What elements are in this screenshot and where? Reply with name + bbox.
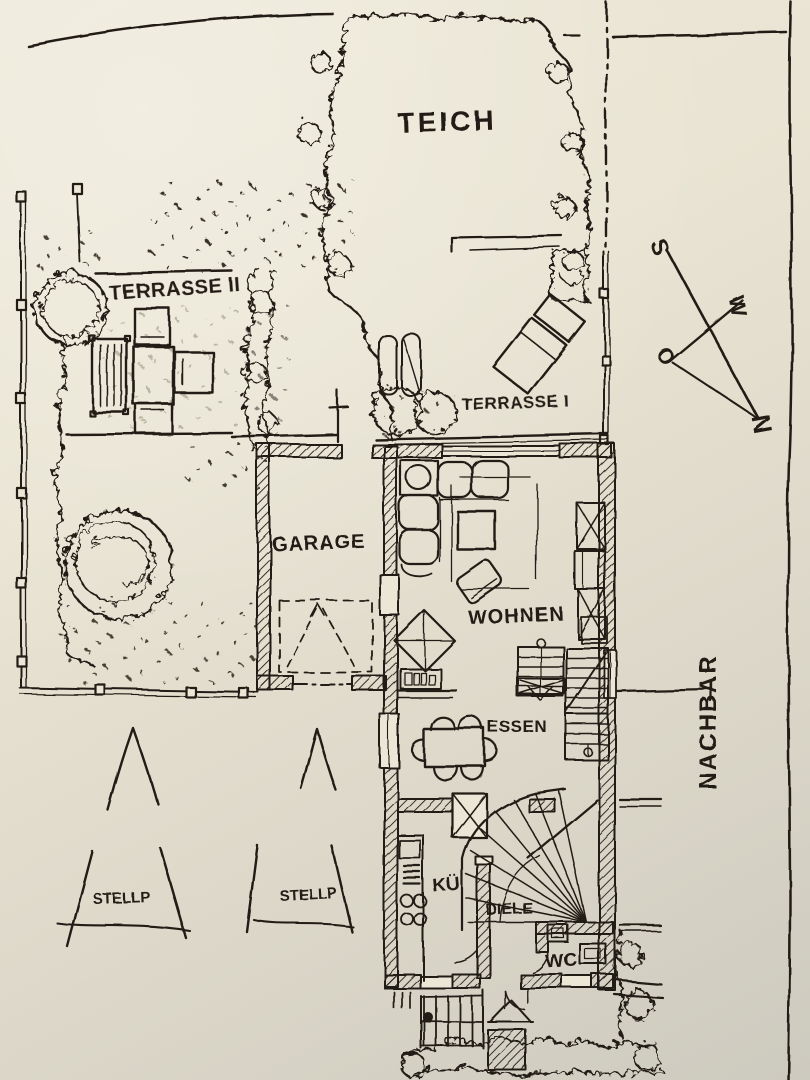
label-terrace1: TERRASSE I	[461, 391, 569, 414]
compass-west: W	[724, 294, 752, 319]
rug	[451, 476, 538, 591]
compass-south: S	[644, 235, 675, 259]
wardrobes	[574, 502, 608, 644]
parking-markings	[55, 726, 354, 948]
property-line	[599, 0, 611, 447]
terrace1	[230, 293, 610, 445]
label-stellp-left: STELLP	[93, 889, 151, 908]
lounger	[87, 333, 131, 417]
gravel-dots	[32, 178, 452, 680]
paper-edges	[26, 0, 793, 1080]
garden-fence	[15, 182, 259, 700]
label-dining: ESSEN	[487, 717, 547, 736]
label-terrace2: TERRASSE II	[109, 274, 241, 305]
straight-stairs	[516, 637, 609, 761]
tree-round	[30, 268, 106, 344]
interior-walls	[395, 677, 614, 979]
planter	[487, 1029, 527, 1071]
vegetation	[30, 9, 662, 1076]
pond-edge-top-right	[348, 9, 589, 298]
garage-door-swing	[278, 599, 373, 673]
compass-north: N	[745, 412, 778, 436]
compass-rose	[666, 250, 760, 420]
kitchen-counter	[396, 834, 427, 981]
label-stellp-right: STELLP	[279, 885, 337, 905]
winder-staircase	[460, 786, 599, 932]
label-living: WOHNEN	[467, 604, 565, 629]
pond-deck	[450, 234, 564, 254]
dining-furniture	[410, 716, 499, 781]
sun-lounger	[492, 293, 587, 396]
structure	[15, 0, 793, 1080]
label-kitchen: KÜ	[432, 874, 461, 897]
tree-large-bush	[60, 506, 172, 618]
label-neighbor: NACHBAR	[695, 654, 722, 789]
living-room-furniture	[392, 458, 538, 689]
neighbor-wall-stubs	[612, 681, 714, 999]
label-hall: DIELE	[486, 900, 534, 919]
shelf	[399, 667, 441, 689]
wc-fixtures	[547, 924, 607, 965]
house-walls	[371, 443, 617, 1010]
terrace2-table-chairs	[131, 306, 214, 436]
labels: TEICH TERRASSE II TERRASSE I GARAGE WOHN…	[93, 105, 779, 973]
label-garage: GARAGE	[271, 531, 366, 556]
label-pond: TEICH	[397, 105, 497, 139]
terrace2	[64, 269, 234, 436]
hedge-line	[51, 330, 94, 666]
garage	[256, 443, 387, 691]
coffee-table	[456, 510, 498, 552]
entrance-steps	[420, 989, 534, 1071]
label-wc: WC	[545, 949, 579, 973]
armchair	[456, 560, 505, 606]
diamond-table	[392, 608, 456, 672]
